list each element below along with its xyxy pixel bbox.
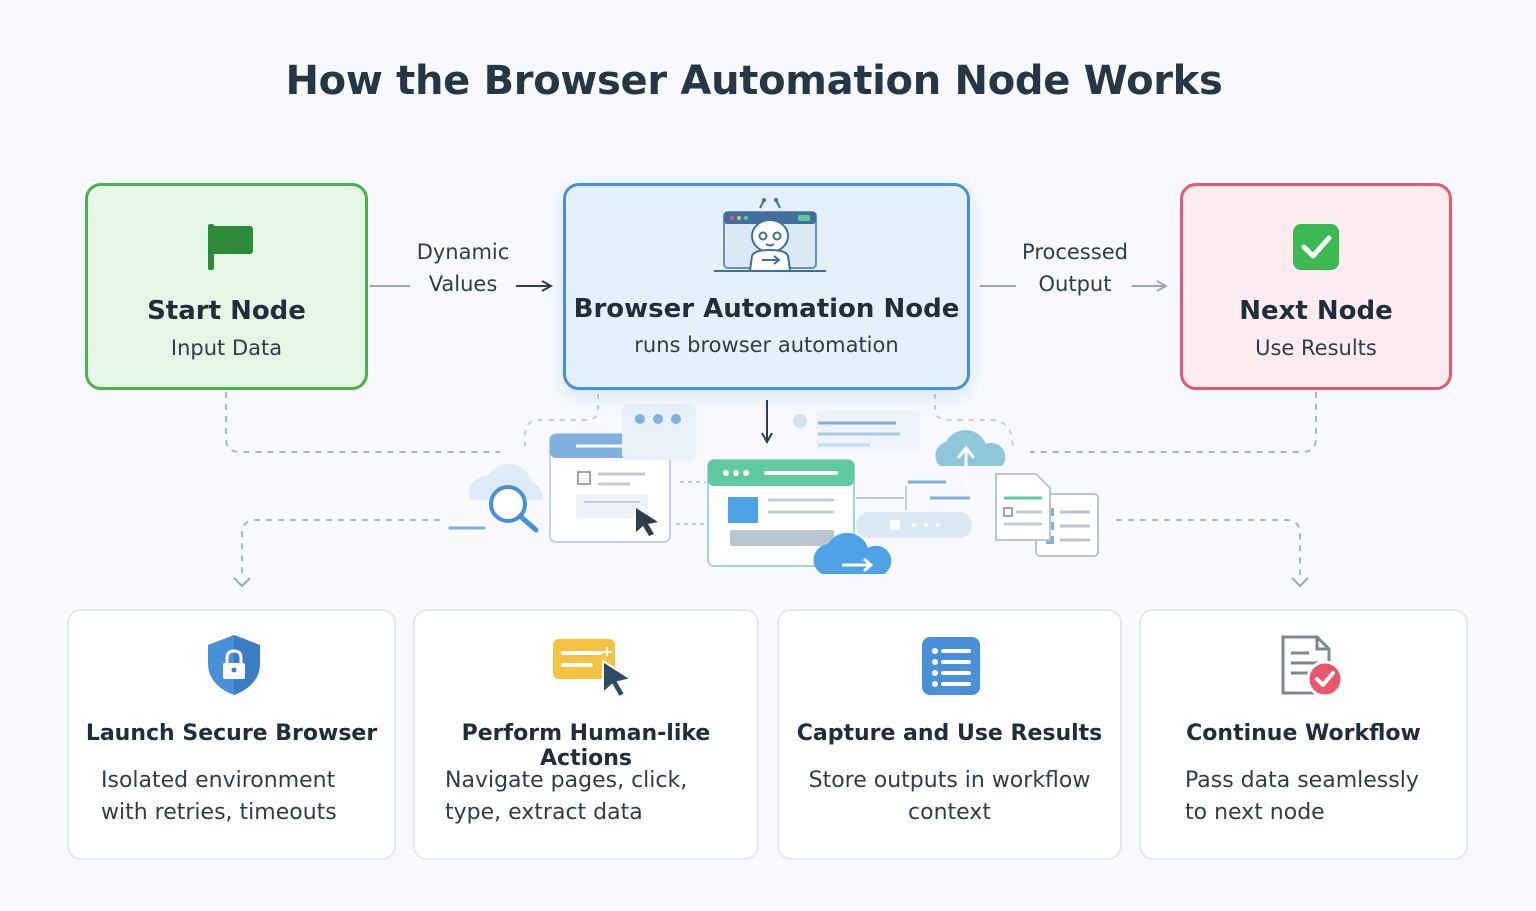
flag-icon <box>208 224 253 270</box>
card-description: Pass data seamlessly to next node <box>1185 765 1419 829</box>
card-description: Store outputs in workflow context <box>779 765 1120 829</box>
card-description-line2: context <box>908 800 991 825</box>
next-node[interactable]: Next Node Use Results <box>1180 183 1452 390</box>
card-title: Continue Workflow <box>1186 721 1421 746</box>
browser-automation-node[interactable]: Browser Automation Node runs browser aut… <box>563 183 970 390</box>
card-title: Perform Human-like Actions <box>461 721 711 771</box>
card-capture-results: Capture and Use Results Store outputs in… <box>777 609 1122 860</box>
card-perform-actions: Perform Human-like Actions Navigate page… <box>413 609 759 860</box>
card-title: Capture and Use Results <box>796 721 1103 746</box>
flow-label-input-line2: Values <box>428 272 498 296</box>
start-node-subtitle: Input Data <box>170 336 283 360</box>
flow-label-input: Dynamic Values <box>408 236 518 300</box>
card-description-line1: Store outputs in workflow <box>808 768 1091 793</box>
start-node[interactable]: Start Node Input Data <box>85 183 368 390</box>
card-description-line1: Navigate pages, click, <box>445 768 688 793</box>
list-icon <box>922 637 980 695</box>
document-check-icon <box>1281 635 1344 698</box>
card-description-line1: Isolated environment <box>101 768 336 793</box>
card-title: Launch Secure Browser <box>85 721 378 746</box>
next-node-subtitle: Use Results <box>1255 336 1377 360</box>
card-description-line2: to next node <box>1185 800 1325 825</box>
cloud-search-icon <box>448 464 543 533</box>
flow-label-output-line2: Output <box>1038 272 1112 296</box>
shield-lock-icon <box>208 635 260 695</box>
next-node-title: Next Node <box>1239 296 1393 326</box>
dots-window-icon <box>622 404 696 460</box>
main-browser-window-icon <box>676 459 855 567</box>
documents-icon <box>995 473 1099 557</box>
page-title: How the Browser Automation Node Works <box>285 58 1223 104</box>
browser-node-subtitle: runs browser automation <box>634 333 899 357</box>
card-description: Isolated environment with retries, timeo… <box>101 765 337 829</box>
checkbox-check-icon <box>1293 224 1339 270</box>
card-continue-workflow: Continue Workflow Pass data seamlessly t… <box>1139 609 1468 860</box>
browser-node-title: Browser Automation Node <box>573 294 960 324</box>
data-lines-icon <box>793 410 972 538</box>
flow-label-output-line1: Processed <box>1022 240 1128 264</box>
cloud-arrow-up-icon <box>935 430 1006 484</box>
flow-label-input-line1: Dynamic <box>416 240 510 264</box>
card-launch-secure-browser: Launch Secure Browser Isolated environme… <box>67 609 396 860</box>
card-description-line1: Pass data seamlessly <box>1185 768 1419 793</box>
click-cursor-icon <box>553 639 634 699</box>
robot-browser-icon <box>714 198 826 272</box>
cloud-upload-icon <box>813 532 892 574</box>
flow-label-output: Processed Output <box>1016 236 1134 300</box>
card-description: Navigate pages, click, type, extract dat… <box>445 765 687 829</box>
card-description-line2: with retries, timeouts <box>101 800 337 825</box>
card-description-line2: type, extract data <box>445 800 643 825</box>
start-node-title: Start Node <box>147 296 306 326</box>
